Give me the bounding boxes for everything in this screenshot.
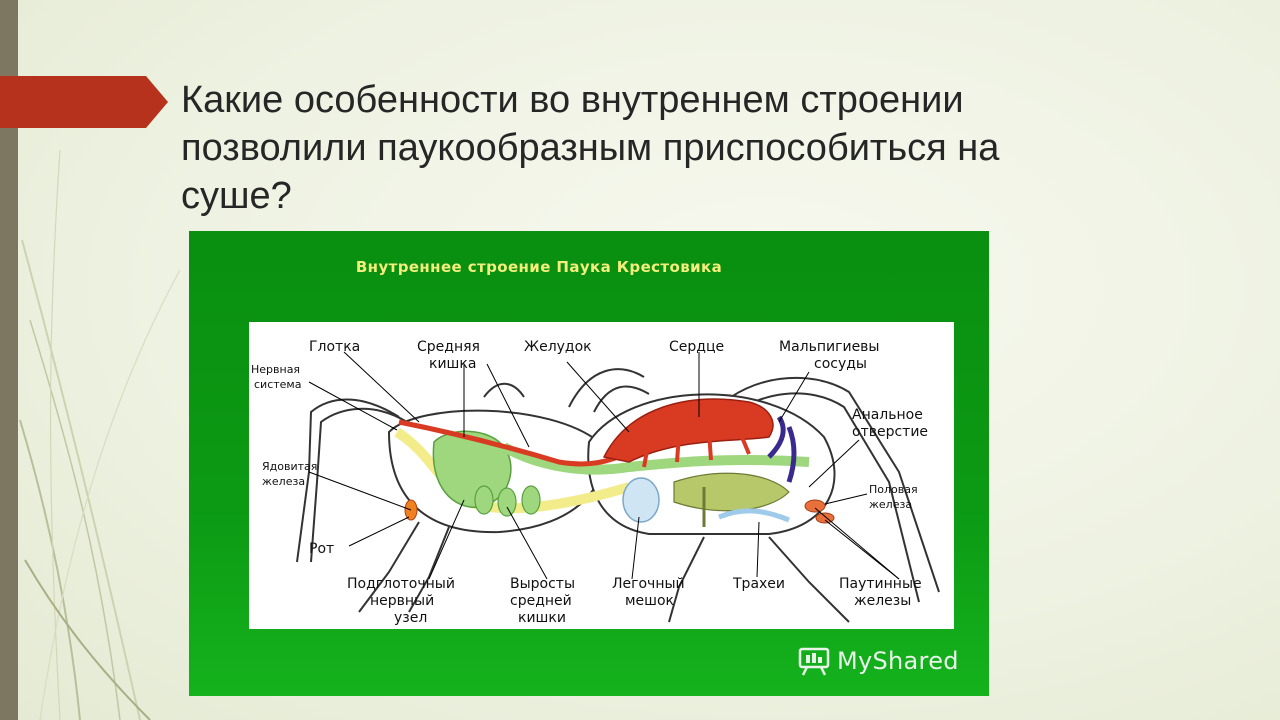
midgut-outgrowths <box>475 486 540 516</box>
label-nervous-1: Нервная <box>251 363 300 376</box>
label-gonad-2: железа <box>869 498 912 511</box>
myshared-watermark: MyShared <box>797 646 959 676</box>
label-tracheae: Трахеи <box>732 576 785 592</box>
label-subpharyngeal-1: Подглоточный <box>347 576 455 592</box>
label-outgrowths-1: Выросты <box>510 576 575 592</box>
watermark-text: MyShared <box>837 647 959 675</box>
label-mouth: Рот <box>309 541 334 557</box>
anatomy-panel: Глотка Средняя кишка Желудок Сердце Маль… <box>249 322 954 629</box>
label-malpighian-2: сосуды <box>814 356 867 372</box>
label-book-lung-1: Легочный <box>612 576 685 592</box>
label-outgrowths-3: кишки <box>518 610 566 626</box>
presentation-board-icon <box>797 646 831 676</box>
diagram-title: Внутреннее строение Паука Крестовика <box>189 258 889 276</box>
label-pharynx: Глотка <box>309 339 360 355</box>
label-stomach: Желудок <box>524 339 592 355</box>
label-subpharyngeal-3: узел <box>394 610 427 626</box>
title-arrow-marker <box>0 76 168 128</box>
label-anal-1: Анальное <box>852 407 923 423</box>
slide-title-line-3: суше? <box>181 175 292 217</box>
slide-title-line-2: позволили паукообразным приспособиться н… <box>181 127 999 169</box>
label-subpharyngeal-2: нервный <box>370 593 434 609</box>
label-midgut-2: кишка <box>429 356 476 372</box>
label-venom-2: железа <box>262 475 305 488</box>
book-lung-shape <box>623 478 659 522</box>
label-gonad-1: Половая <box>869 483 918 496</box>
label-outgrowths-2: средней <box>510 593 572 609</box>
label-book-lung-2: мешок <box>625 593 674 609</box>
label-heart: Сердце <box>669 339 724 355</box>
label-nervous-2: система <box>254 378 301 391</box>
label-spinnerets-2: железы <box>854 593 911 609</box>
spinneret-gland-1 <box>805 500 825 512</box>
slide-title-line-1: Какие особенности во внутреннем строении <box>181 79 964 121</box>
spider-anatomy-drawing: Глотка Средняя кишка Желудок Сердце Маль… <box>249 322 954 629</box>
label-spinnerets-1: Паутинные <box>839 576 922 592</box>
slide-title: Какие особенности во внутреннем строении… <box>181 76 1181 220</box>
label-venom-1: Ядовитая <box>262 460 317 473</box>
label-midgut-1: Средняя <box>417 339 480 355</box>
spider-anatomy-figure: Внутреннее строение Паука Крестовика <box>189 231 989 696</box>
label-malpighian-1: Мальпигиевы <box>779 339 879 355</box>
label-anal-2: отверстие <box>852 424 928 440</box>
